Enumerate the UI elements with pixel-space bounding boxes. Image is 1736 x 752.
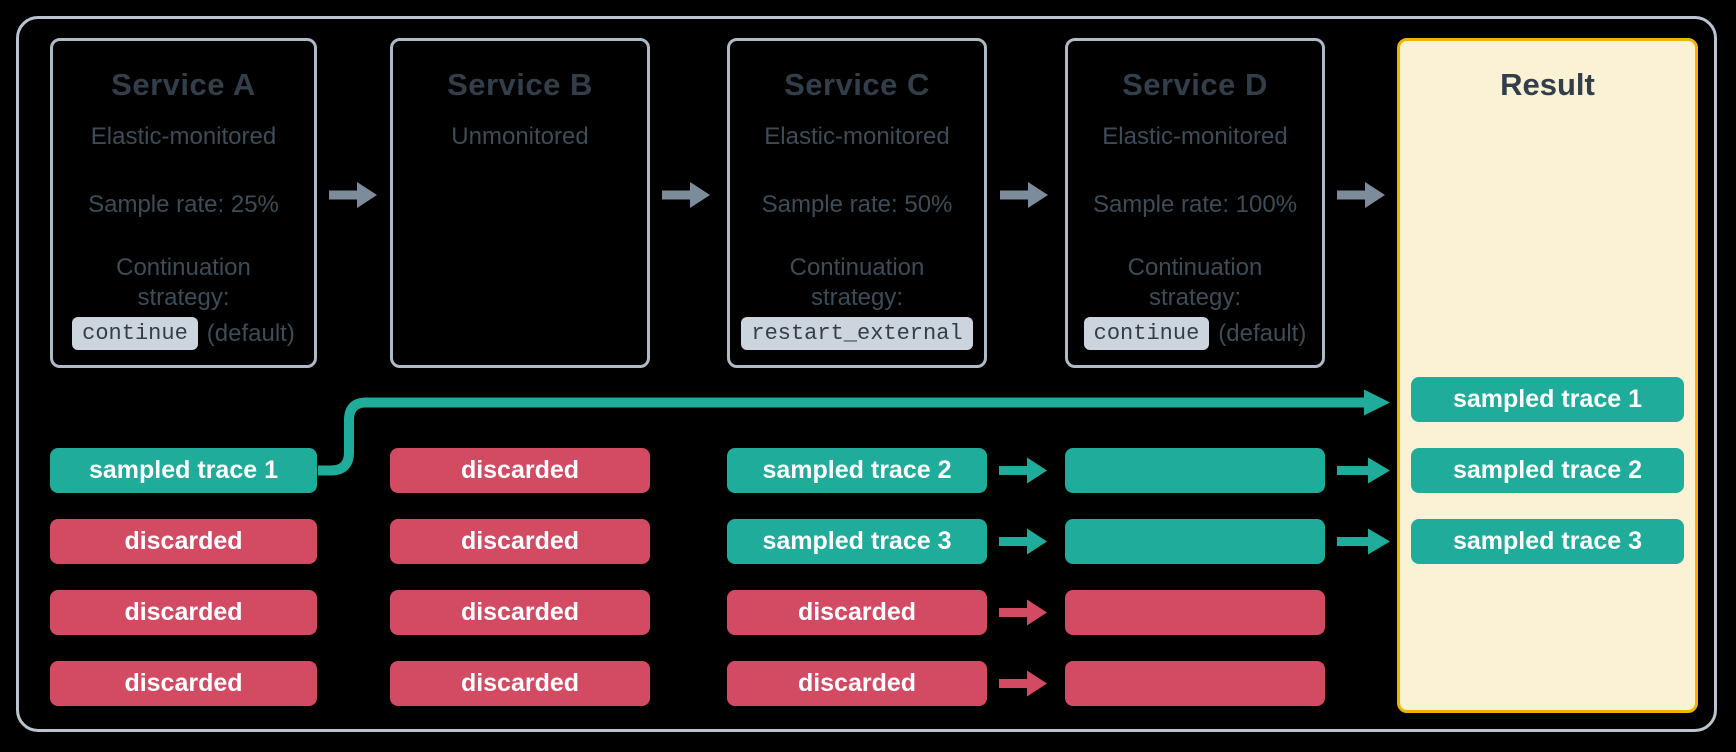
service-b-subtitle: Unmonitored <box>451 123 589 150</box>
trace-chip-a-4: discarded <box>50 661 317 706</box>
trace-chip-a-1: sampled trace 1 <box>50 448 317 493</box>
trace-chip-b-4: discarded <box>390 661 650 706</box>
service-c-title: Service C <box>784 67 930 102</box>
service-d-box: Service D Elastic-monitored Sample rate:… <box>1065 38 1325 368</box>
service-b-title: Service B <box>447 67 593 102</box>
service-d-strategy-row: continue (default) <box>1068 317 1322 350</box>
continuation-label-text: Continuation strategy: <box>116 254 251 311</box>
service-a-strategy-code-chip: continue <box>72 317 198 350</box>
result-trace-chip-3: sampled trace 3 <box>1411 519 1684 564</box>
service-a-sample-rate: Sample rate: 25% <box>88 191 279 218</box>
service-c-subtitle: Elastic-monitored <box>764 123 950 150</box>
service-a-title: Service A <box>111 67 256 102</box>
service-a-box: Service A Elastic-monitored Sample rate:… <box>50 38 317 368</box>
service-d-strategy-code-chip: continue <box>1083 317 1210 350</box>
service-c-box: Service C Elastic-monitored Sample rate:… <box>727 38 987 368</box>
result-trace-chip-2: sampled trace 2 <box>1411 448 1684 493</box>
service-d-sample-rate: Sample rate: 100% <box>1092 191 1298 218</box>
service-a-subtitle: Elastic-monitored <box>90 123 277 150</box>
service-c-sample-rate: Sample rate: 50% <box>761 191 953 218</box>
result-title: Result <box>1500 67 1595 102</box>
trace-chip-c-3: discarded <box>727 590 987 635</box>
service-d-continuation-label: Continuation strategy: <box>1068 253 1322 313</box>
trace-chip-d-4 <box>1065 661 1325 706</box>
service-a-strategy-row: continue (default) <box>53 317 314 350</box>
service-c-continuation-label: Continuation strategy: <box>730 253 984 313</box>
outer-frame <box>16 16 1717 732</box>
trace-chip-a-2: discarded <box>50 519 317 564</box>
trace-chip-c-1: sampled trace 2 <box>727 448 987 493</box>
trace-chip-b-3: discarded <box>390 590 650 635</box>
trace-chip-b-1: discarded <box>390 448 650 493</box>
service-c-strategy-row: restart_external <box>730 317 984 350</box>
service-a-strategy-default-note: (default) <box>206 319 295 347</box>
service-c-strategy-code-chip: restart_external <box>741 317 973 350</box>
result-trace-chip-1: sampled trace 1 <box>1411 377 1684 422</box>
trace-chip-d-3 <box>1065 590 1325 635</box>
service-b-box: Service B Unmonitored <box>390 38 650 368</box>
continuation-label-text: Continuation strategy: <box>789 254 925 311</box>
trace-chip-c-4: discarded <box>727 661 987 706</box>
continuation-label-text: Continuation strategy: <box>1127 254 1263 311</box>
result-box: Result <box>1397 38 1698 713</box>
trace-chip-b-2: discarded <box>390 519 650 564</box>
trace-chip-a-3: discarded <box>50 590 317 635</box>
trace-chip-c-2: sampled trace 3 <box>727 519 987 564</box>
trace-chip-d-2 <box>1065 519 1325 564</box>
service-d-strategy-default-note: (default) <box>1218 319 1307 347</box>
trace-chip-d-1 <box>1065 448 1325 493</box>
service-d-title: Service D <box>1122 67 1268 102</box>
service-d-subtitle: Elastic-monitored <box>1102 123 1288 150</box>
service-a-continuation-label: Continuation strategy: <box>53 253 314 313</box>
